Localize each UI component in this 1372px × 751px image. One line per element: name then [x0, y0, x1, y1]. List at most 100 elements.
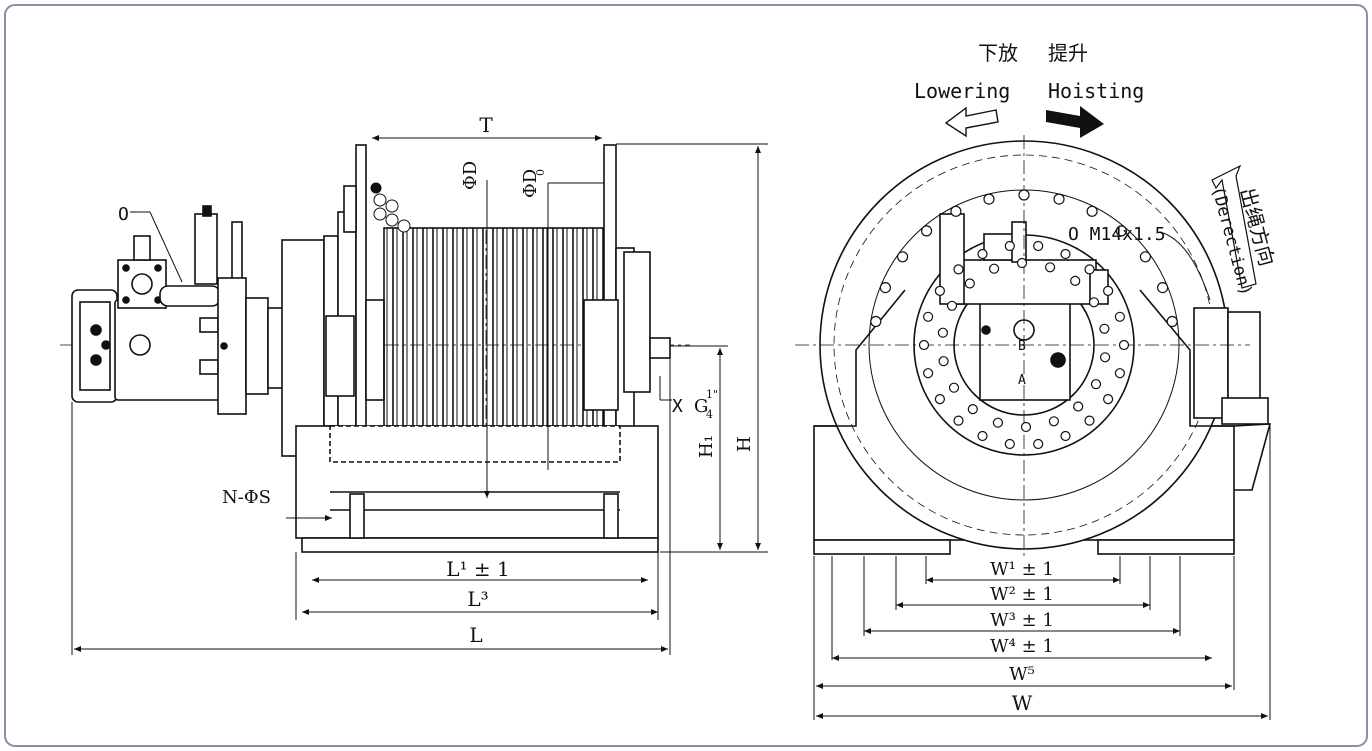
outer-border	[4, 4, 1368, 747]
bolt-hole	[1084, 415, 1095, 426]
dim-W5: W⁵	[1009, 664, 1035, 685]
bolt-hole	[934, 285, 946, 296]
bolt-hole	[896, 251, 909, 263]
dim-N-phiS: N-ΦS	[222, 487, 271, 508]
bolt-hole	[1114, 368, 1126, 379]
bolt-hole	[1044, 262, 1056, 273]
base-frame	[295, 425, 659, 553]
side-labels: T ΦD ΦD 0 O X G 1" 4 H₁ H N-ΦS L¹ ± 1 L³…	[118, 113, 755, 647]
bolt-hole	[1099, 323, 1110, 334]
label-A: A	[1018, 373, 1026, 388]
dim-phiD0-sub: 0	[534, 169, 547, 176]
direction-arrows	[944, 106, 1257, 289]
bolt-hole	[1020, 421, 1032, 433]
bolt-hole	[1033, 240, 1044, 252]
bolt-hole	[1156, 282, 1169, 294]
dim-W: W	[1012, 691, 1033, 715]
bolt-hole	[950, 205, 962, 217]
end-view	[795, 135, 1272, 560]
drum-grooves	[383, 227, 605, 429]
bolt-hole	[1060, 430, 1071, 442]
bolt-hole	[964, 278, 975, 289]
left-housing	[281, 144, 385, 541]
bolt-hole	[953, 415, 964, 426]
dim-L3: L³	[467, 587, 488, 611]
bolt-hole	[953, 264, 964, 275]
bolt-hole	[938, 356, 949, 367]
bolt-hole	[977, 248, 988, 260]
label-hoisting-cn: 提升	[1048, 41, 1088, 65]
bolt-hole	[1090, 379, 1102, 390]
bolt-hole	[1139, 251, 1152, 263]
rope-stack	[370, 182, 411, 233]
dim-W4: W⁴ ± 1	[990, 636, 1054, 657]
dim-W2: W² ± 1	[990, 584, 1054, 605]
bolt-holes	[870, 189, 1178, 450]
bolt-hole	[922, 311, 934, 322]
lowering-arrow-icon	[944, 106, 999, 138]
dim-L1: L¹ ± 1	[446, 557, 510, 581]
label-hoisting-en: Hoisting	[1048, 79, 1144, 103]
bolt-hole	[977, 430, 988, 442]
bolt-hole	[879, 282, 892, 294]
bolt-hole	[920, 225, 933, 237]
bolt-hole	[1048, 416, 1060, 427]
dim-W3: W³ ± 1	[990, 610, 1054, 631]
bolt-hole	[1053, 193, 1065, 205]
bolt-hole	[1033, 438, 1044, 450]
bolt-hole	[988, 263, 1000, 274]
bolt-hole	[1084, 264, 1095, 275]
bolt-hole	[1114, 311, 1126, 322]
side-dimensions	[71, 135, 768, 655]
bolt-hole	[983, 193, 995, 205]
hoisting-arrow-icon	[1046, 106, 1104, 138]
side-view	[60, 144, 690, 553]
bolt-hole	[1018, 189, 1030, 201]
bolt-hole	[918, 339, 930, 351]
label-B: B	[1018, 339, 1026, 354]
bolt-hole	[1086, 205, 1098, 217]
bolt-hole	[992, 417, 1004, 428]
end-dimensions	[813, 231, 1271, 720]
bolt-hole	[1102, 285, 1114, 296]
bolt-hole	[1060, 248, 1071, 260]
bolt-hole	[1088, 297, 1100, 308]
bolt-hole	[1004, 438, 1015, 450]
bolt-hole	[1099, 352, 1111, 363]
dim-H: H	[734, 436, 755, 452]
hydraulic-motor	[71, 205, 289, 415]
bolt-hole	[1016, 257, 1028, 269]
dim-L: L	[469, 623, 482, 647]
bolt-hole	[870, 315, 882, 328]
dim-phiD0: ΦD	[520, 169, 541, 198]
label-lowering-en: Lowering	[914, 79, 1010, 103]
bolt-hole	[937, 327, 949, 338]
label-G: G	[694, 396, 708, 417]
bolt-hole	[922, 368, 934, 379]
label-thread: O M14x1.5	[1068, 224, 1166, 245]
bolt-hole	[1115, 225, 1128, 237]
label-X: X	[672, 396, 683, 417]
dim-phiD: ΦD	[460, 161, 481, 190]
bolt-hole	[946, 300, 958, 311]
dim-W1: W¹ ± 1	[990, 559, 1054, 580]
bolt-hole	[1070, 275, 1081, 286]
label-O: O	[118, 204, 129, 225]
bolt-hole	[1118, 339, 1130, 351]
dim-T: T	[479, 113, 493, 137]
label-lowering-cn: 下放	[978, 41, 1018, 65]
bolt-hole	[1004, 240, 1015, 252]
bolt-hole	[1102, 394, 1114, 405]
bolt-hole	[1166, 315, 1178, 328]
bolt-hole	[934, 394, 946, 405]
label-G-sub: 4	[706, 408, 713, 421]
bolt-hole	[1073, 401, 1084, 412]
label-G-sup: 1"	[706, 388, 718, 401]
rope-direction-arrow-icon	[1211, 164, 1257, 289]
right-housing	[583, 144, 671, 541]
dim-H1: H₁	[696, 435, 717, 458]
bolt-hole	[948, 382, 960, 393]
bolt-hole	[967, 404, 978, 415]
